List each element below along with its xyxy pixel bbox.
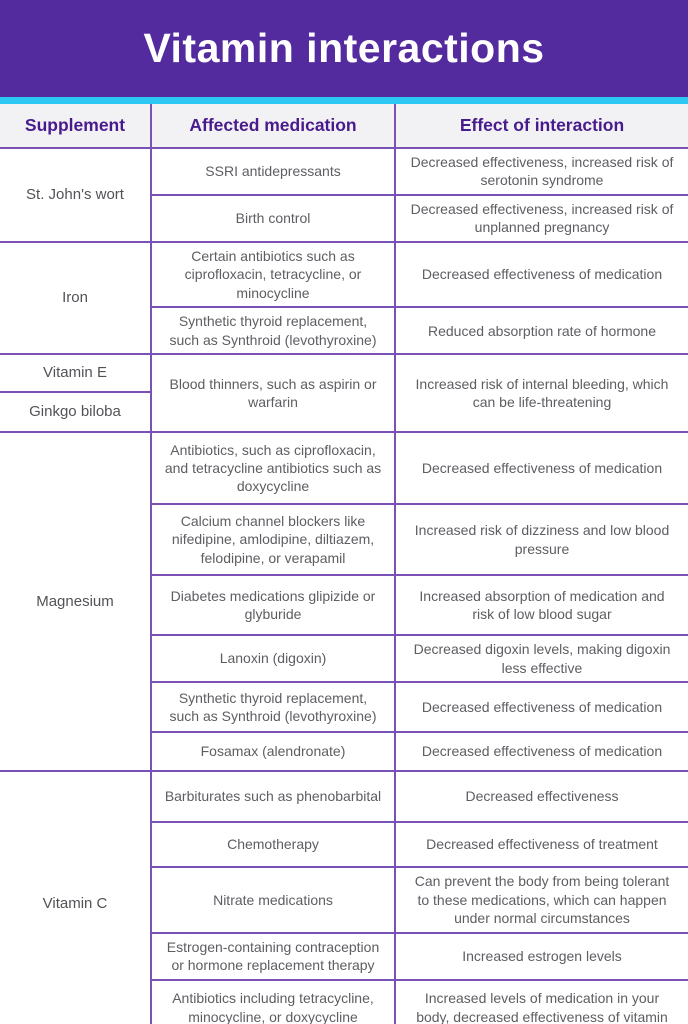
col-header-effect: Effect of interaction xyxy=(394,104,688,149)
effect-cell: Decreased effectiveness of medication xyxy=(394,240,688,309)
effect-cell: Reduced absorption rate of hormone xyxy=(394,306,688,356)
table-row: Nitrate medications Can prevent the body… xyxy=(0,866,688,934)
table-row: Calcium channel blockers like nifedipine… xyxy=(0,503,688,577)
medication-cell: SSRI antidepressants xyxy=(150,147,396,196)
effect-cell: Decreased effectiveness of treatment xyxy=(394,821,688,869)
effect-cell: Increased absorption of medication and r… xyxy=(394,574,688,637)
table-row: Iron Certain antibiotics such as ciprofl… xyxy=(0,240,688,356)
medication-cell: Blood thinners, such as aspirin or warfa… xyxy=(150,353,396,434)
supplement-ginkgo-biloba: Ginkgo biloba xyxy=(0,391,151,434)
supplement-vitamin-c: Vitamin C xyxy=(0,770,152,1024)
effect-cell: Decreased digoxin levels, making digoxin… xyxy=(394,634,688,684)
table-row: Antibiotics including tetracycline, mino… xyxy=(0,978,688,1024)
medication-cell: Synthetic thyroid replacement, such as S… xyxy=(151,681,396,734)
table-row: Diabetes medications glipizide or glybur… xyxy=(0,574,688,637)
table-row: St. John's wort SSRI antidepressants Dec… xyxy=(0,147,688,243)
effect-cell: Decreased effectiveness of medication xyxy=(394,681,688,734)
medication-cell: Chemotherapy xyxy=(151,821,396,869)
table-row: Vitamin C Barbiturates such as phenobarb… xyxy=(0,770,688,1024)
table-row: Birth control Decreased effectiveness, i… xyxy=(0,193,688,243)
table-row: Fosamax (alendronate) Decreased effectiv… xyxy=(0,731,688,773)
medication-cell: Diabetes medications glipizide or glybur… xyxy=(151,574,396,637)
medication-cell: Lanoxin (digoxin) xyxy=(151,634,396,684)
table-row: Magnesium Antibiotics, such as ciproflox… xyxy=(0,431,688,773)
table-row: Estrogen-containing contraception or hor… xyxy=(0,931,688,981)
medication-cell: Synthetic thyroid replacement, such as S… xyxy=(151,306,396,356)
supplement-iron: Iron xyxy=(0,240,152,356)
medication-cell: Estrogen-containing contraception or hor… xyxy=(151,931,396,981)
medication-cell: Antibiotics including tetracycline, mino… xyxy=(151,978,396,1024)
effect-cell: Increased levels of medication in your b… xyxy=(394,978,688,1024)
effect-cell: Increased risk of dizziness and low bloo… xyxy=(394,503,688,577)
table-row: Synthetic thyroid replacement, such as S… xyxy=(0,306,688,356)
effect-cell: Decreased effectiveness of medication xyxy=(394,731,688,773)
medication-cell: Fosamax (alendronate) xyxy=(151,731,396,773)
interactions-table: Supplement Affected medication Effect of… xyxy=(0,104,688,1024)
accent-divider xyxy=(0,97,688,104)
medication-cell: Barbiturates such as phenobarbital xyxy=(150,770,396,824)
medication-cell: Antibiotics, such as ciprofloxacin, and … xyxy=(150,431,396,506)
supplement-vitamin-e: Vitamin E xyxy=(0,353,152,394)
col-header-supplement: Supplement xyxy=(0,104,152,149)
supplement-magnesium: Magnesium xyxy=(0,431,152,773)
effect-cell: Decreased effectiveness xyxy=(394,770,688,824)
effect-cell: Can prevent the body from being tolerant… xyxy=(394,866,688,934)
effect-cell: Increased estrogen levels xyxy=(394,931,688,981)
medication-cell: Certain antibiotics such as ciprofloxaci… xyxy=(150,240,396,309)
medication-cell: Calcium channel blockers like nifedipine… xyxy=(151,503,396,577)
col-header-medication: Affected medication xyxy=(150,104,396,149)
table-row: Vitamin E Blood thinners, such as aspiri… xyxy=(0,353,688,434)
title-banner: Vitamin interactions xyxy=(0,0,688,97)
effect-cell: Decreased effectiveness, increased risk … xyxy=(394,147,688,196)
effect-cell: Increased risk of internal bleeding, whi… xyxy=(394,353,688,434)
table-row: Chemotherapy Decreased effectiveness of … xyxy=(0,821,688,869)
table-header-row: Supplement Affected medication Effect of… xyxy=(0,104,688,149)
effect-cell: Decreased effectiveness of medication xyxy=(394,431,688,506)
effect-cell: Decreased effectiveness, increased risk … xyxy=(394,193,688,243)
medication-cell: Nitrate medications xyxy=(151,866,396,934)
supplement-st-johns-wort: St. John's wort xyxy=(0,147,152,243)
page-title: Vitamin interactions xyxy=(143,25,545,71)
table-row: Synthetic thyroid replacement, such as S… xyxy=(0,681,688,734)
table-row: Ginkgo biloba xyxy=(0,391,688,434)
table-row: Lanoxin (digoxin) Decreased digoxin leve… xyxy=(0,634,688,684)
medication-cell: Birth control xyxy=(151,193,396,243)
